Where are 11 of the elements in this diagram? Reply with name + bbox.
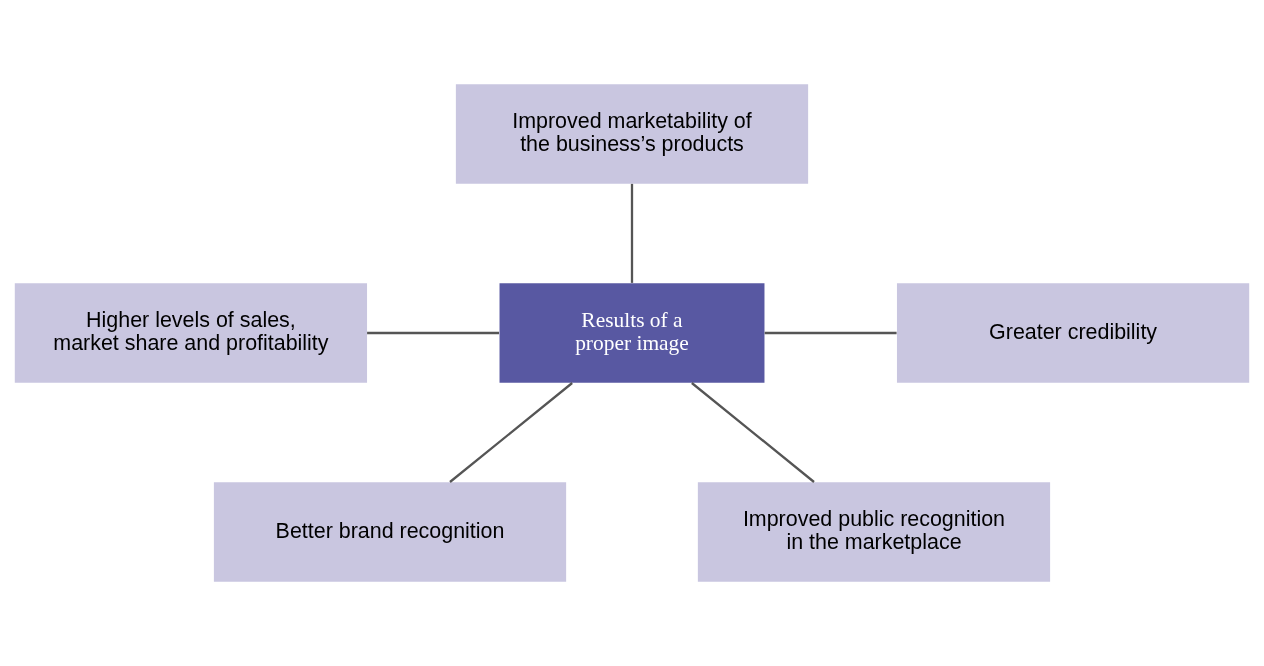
node-box: Improved public recognition in the marketplace (697, 482, 1051, 582)
node-box: Results of a proper image (499, 283, 765, 383)
connector (764, 331, 897, 335)
node-box: Improved marketability of the business’s products (455, 84, 809, 184)
node-box: Higher levels of sales, market share and profitability (14, 283, 368, 383)
node-box: Better brand recognition (213, 482, 567, 582)
connector (630, 183, 634, 283)
connector (691, 382, 815, 483)
node-box: Greater credibility (896, 283, 1250, 383)
connector (449, 382, 573, 483)
connector (367, 331, 500, 335)
